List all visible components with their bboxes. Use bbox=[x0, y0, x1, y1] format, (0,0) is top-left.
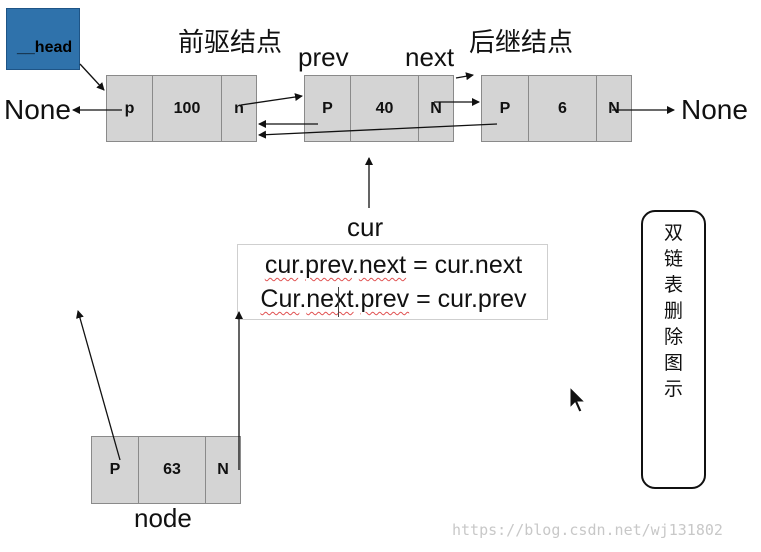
successor-value: 6 bbox=[528, 75, 597, 142]
code-token: Cur bbox=[260, 285, 300, 313]
next-label-arrow bbox=[455, 72, 474, 81]
code-token: next bbox=[358, 251, 407, 279]
watermark: https://blog.csdn.net/wj131802 bbox=[452, 521, 723, 539]
pred-next-arrow bbox=[240, 93, 303, 106]
node-prev-field: P bbox=[91, 436, 139, 504]
side-caption-char: 除 bbox=[663, 326, 683, 348]
node-prev-arrow bbox=[76, 310, 121, 461]
predecessor-value: 100 bbox=[152, 75, 222, 142]
side-caption-char: 删 bbox=[663, 300, 683, 322]
code-line-2: Cur.next.prev = cur.prev bbox=[260, 285, 527, 313]
succ-prev-arrow bbox=[258, 123, 498, 139]
code-box: cur.prev.next = cur.next Cur.next.prev =… bbox=[237, 244, 548, 320]
side-caption-char: 示 bbox=[663, 378, 683, 400]
head-arrow bbox=[79, 63, 105, 91]
code-token: next bbox=[306, 285, 354, 313]
node-value: 63 bbox=[138, 436, 206, 504]
current-next-field: N bbox=[418, 75, 454, 142]
code-token: prev bbox=[360, 285, 410, 313]
predecessor-caption: 前驱结点 bbox=[178, 28, 283, 58]
side-caption-char: 双 bbox=[663, 222, 683, 244]
prev-caption: prev bbox=[298, 42, 349, 72]
side-caption-char: 链 bbox=[663, 248, 683, 270]
none-right-label: None bbox=[681, 94, 748, 125]
mouse-cursor-icon bbox=[569, 386, 587, 413]
text-caret bbox=[338, 287, 339, 317]
code-token: = cur.next bbox=[406, 251, 523, 279]
side-caption-text: 双链表删除图示 bbox=[643, 220, 704, 402]
side-caption-char: 图 bbox=[663, 352, 683, 374]
side-caption-char: 表 bbox=[663, 274, 683, 296]
code-line-1: cur.prev.next = cur.next bbox=[264, 251, 523, 279]
cur-caption: cur bbox=[347, 212, 384, 242]
next-caption: next bbox=[405, 42, 455, 72]
head-pointer-box: __head bbox=[6, 8, 80, 70]
successor-caption: 后继结点 bbox=[469, 28, 574, 58]
head-label: __head bbox=[17, 39, 73, 56]
code-token: = cur.prev bbox=[409, 285, 527, 313]
code-token: cur bbox=[264, 251, 299, 279]
predecessor-next-field: n bbox=[221, 75, 257, 142]
successor-next-field: N bbox=[596, 75, 632, 142]
code-token: prev bbox=[305, 251, 352, 279]
node-caption: node bbox=[134, 503, 192, 533]
node-next-field: N bbox=[205, 436, 241, 504]
none-left-label: None bbox=[4, 94, 71, 125]
side-caption-box: 双链表删除图示 bbox=[641, 210, 706, 489]
